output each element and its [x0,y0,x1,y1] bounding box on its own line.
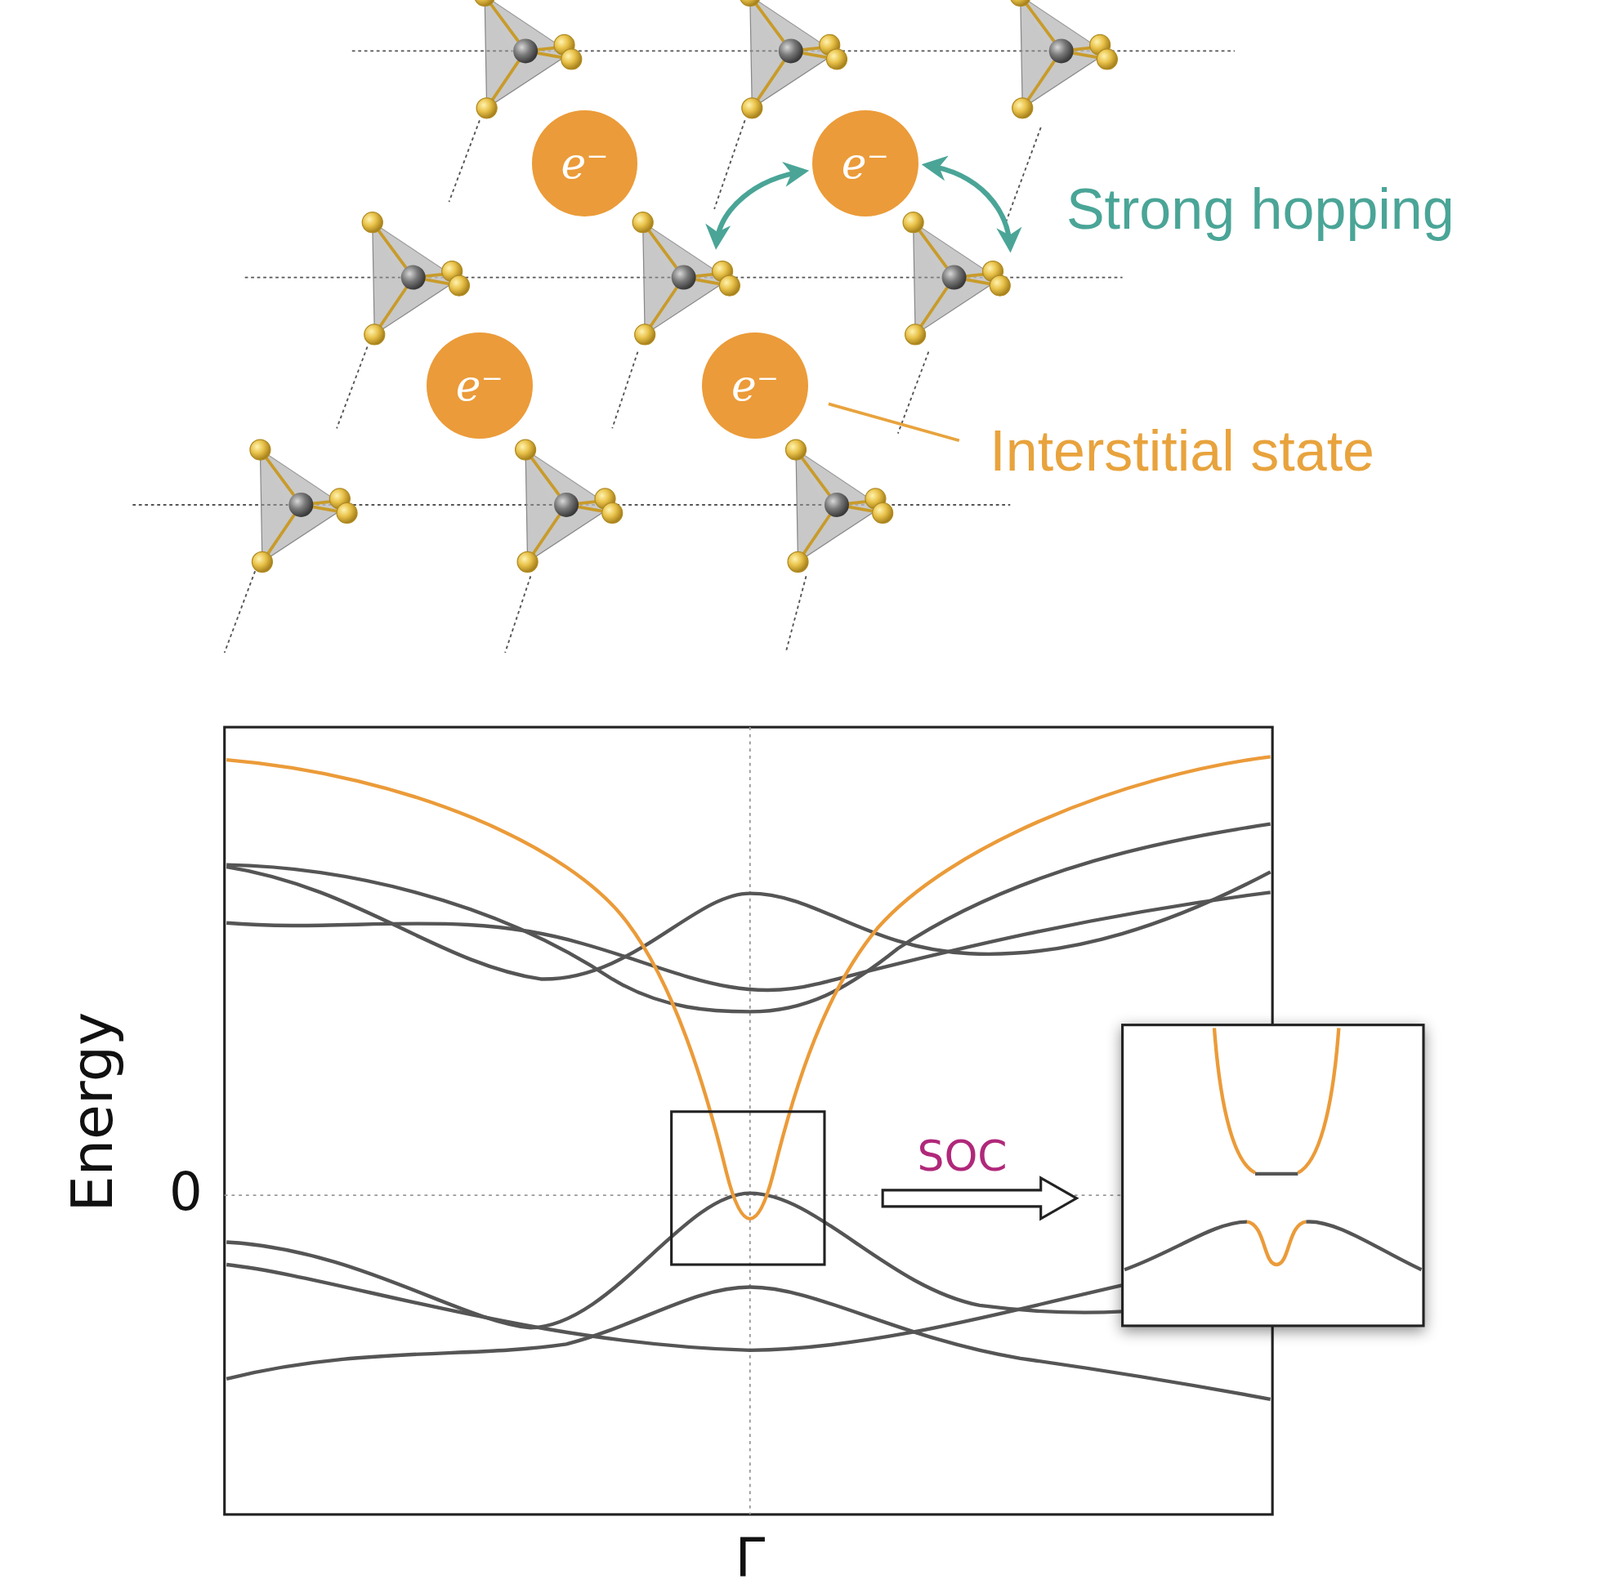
electron-circle: e⁻ [812,110,919,217]
axis-tick: 0 [169,1166,203,1219]
electron-label: e⁻ [731,361,779,411]
state-label: Interstitial state [989,422,1375,480]
electron-label: e⁻ [841,138,890,188]
hopping-label: Strong hopping [1066,180,1455,238]
electron-label: e⁻ [560,138,608,188]
soc-label: SOC [916,1135,1007,1178]
electron-circle: e⁻ [531,110,639,217]
electron-circle: e⁻ [426,332,533,439]
axis-label: Energy [62,1012,121,1213]
k-point-label: Γ [734,1532,765,1587]
electron-circle: e⁻ [701,332,809,439]
electron-label: e⁻ [455,361,504,411]
